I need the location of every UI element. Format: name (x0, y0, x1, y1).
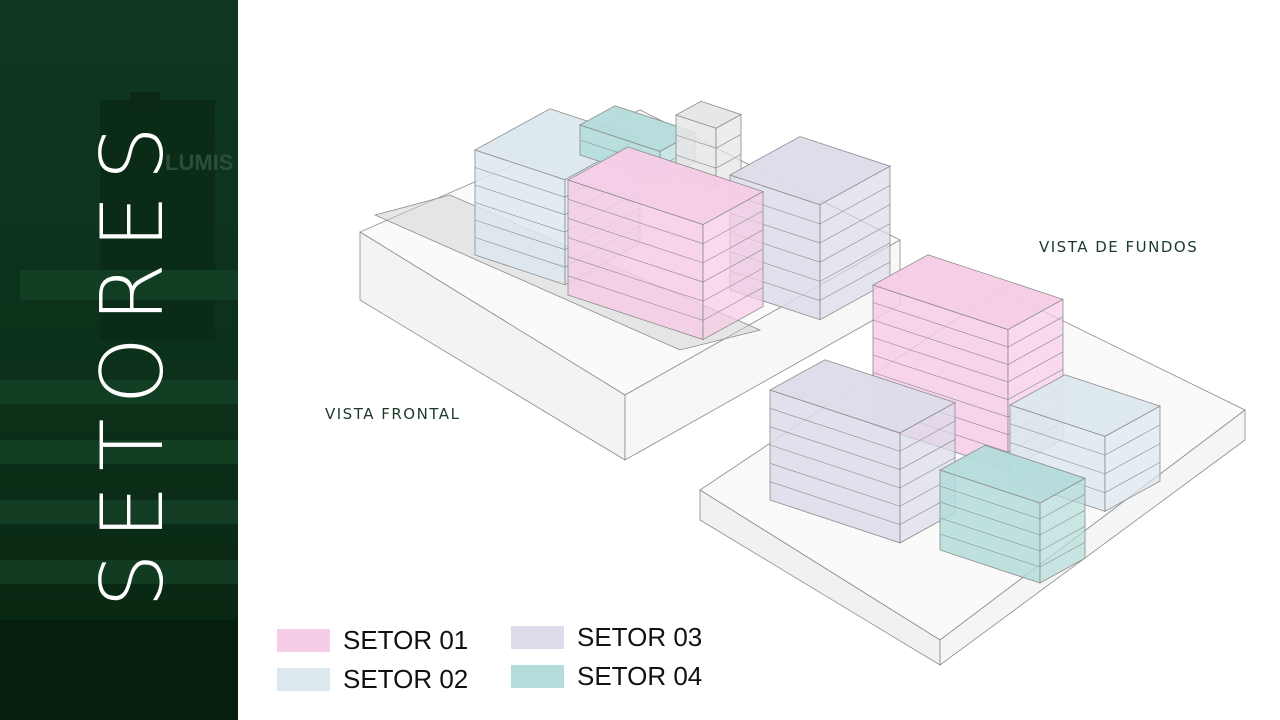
floor-line (769, 463, 901, 507)
floor-line (474, 167, 566, 198)
floor-line (939, 501, 1041, 536)
floor-line (769, 444, 901, 489)
floor-line (715, 154, 742, 169)
floor-line (769, 408, 901, 452)
floor-line (1104, 424, 1161, 456)
sidebar-panel: LUMIS SETORES (0, 0, 238, 720)
front-setor-01-volume (567, 146, 764, 341)
floor-line (1009, 442, 1106, 475)
floor-line (702, 210, 764, 244)
legend-swatch (511, 626, 564, 649)
floor-line (872, 319, 1009, 365)
legend-label: SETOR 01 (343, 625, 469, 655)
floor-line (1039, 541, 1086, 568)
floor-line (567, 275, 704, 321)
floor-line (899, 457, 956, 489)
legend-swatch (277, 668, 330, 691)
floor-line (702, 229, 764, 264)
floor-line (474, 237, 566, 268)
floor-line (702, 287, 764, 321)
floor-line (474, 202, 566, 233)
floor-line (567, 198, 704, 245)
front-setor-03-volume-roof (729, 136, 891, 206)
floor-line (1039, 525, 1086, 552)
floor-line (567, 256, 704, 302)
floor-line (872, 337, 1009, 383)
floor-line (1009, 423, 1106, 456)
floor-line (939, 533, 1041, 568)
back-setor-03-volume-roof (769, 359, 956, 434)
floor-line (675, 154, 717, 169)
floor-line (819, 204, 891, 244)
floor-line (474, 219, 566, 250)
floor-line (769, 426, 901, 470)
floor-line (899, 439, 956, 470)
legend-label: SETOR 02 (343, 664, 469, 694)
floor-line (567, 218, 704, 264)
floor-line (702, 248, 764, 283)
legend-item-setor-04: SETOR 04 (511, 661, 702, 692)
floor-line (819, 261, 891, 301)
floor-line (819, 223, 891, 263)
slide-title: SETORES (83, 112, 183, 608)
legend-swatch (511, 665, 564, 688)
front-setor-01-volume-roof (567, 146, 764, 225)
back-setor-01-volume-roof (872, 254, 1064, 330)
floor-line (819, 185, 891, 225)
legend-item-setor-02: SETOR 02 (277, 664, 468, 695)
floor-line (872, 372, 1009, 418)
legend-item-setor-01: SETOR 01 (277, 625, 468, 656)
floor-line (819, 242, 891, 282)
legend-label: SETOR 04 (577, 661, 703, 691)
floor-line (1007, 351, 1064, 383)
legend-label: SETOR 03 (577, 622, 703, 652)
floor-line (474, 184, 566, 215)
photo-sign-text: LUMIS (165, 150, 233, 175)
back-setor-04-volume-roof (939, 444, 1086, 504)
floor-line (872, 354, 1009, 400)
building-volumes (474, 100, 1161, 584)
floor-line (715, 134, 742, 149)
legend-item-setor-03: SETOR 03 (511, 622, 702, 653)
floor-line (1007, 369, 1064, 400)
floor-line (1007, 316, 1064, 348)
floor-line (1007, 334, 1064, 365)
back-setor-02-volume-roof (1009, 374, 1161, 437)
floor-line (769, 481, 901, 525)
isometric-sectors-diagram (359, 100, 1246, 666)
floor-line (1039, 509, 1086, 536)
front-view-label: VISTA FRONTAL (325, 405, 461, 423)
floor-line (899, 420, 956, 452)
back-setor-04-volume (939, 444, 1086, 584)
floor-line (872, 302, 1009, 348)
floor-line (1104, 462, 1161, 493)
legend-swatch (277, 629, 330, 652)
floor-line (939, 517, 1041, 552)
front-tower-volume-roof (675, 100, 742, 129)
floor-line (567, 237, 704, 283)
building-photo-background: LUMIS (0, 92, 238, 720)
floor-line (702, 267, 764, 302)
floor-line (1039, 493, 1086, 520)
floor-line (1104, 443, 1161, 475)
floor-line (939, 485, 1041, 520)
floor-line (675, 134, 717, 149)
back-view-label: VISTA DE FUNDOS (1039, 238, 1199, 256)
